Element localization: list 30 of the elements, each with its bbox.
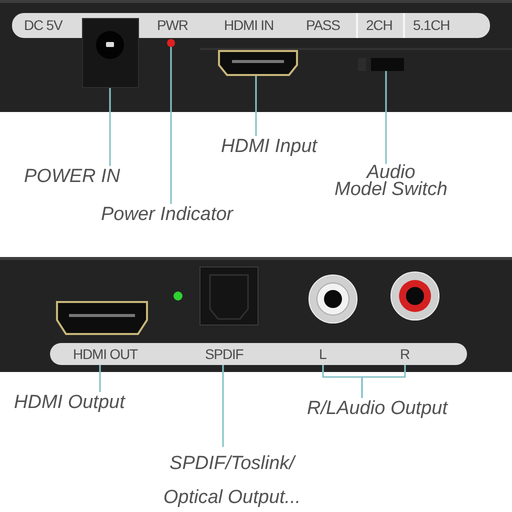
callout-text: R/LAudio Output <box>307 398 448 420</box>
port-label: HDMI IN <box>224 16 274 35</box>
slide-switch <box>358 58 404 71</box>
leader-line <box>222 365 224 447</box>
leader-line <box>361 365 406 398</box>
label-strip <box>50 343 467 365</box>
callout-text: Power Indicator <box>101 204 234 226</box>
label-strip <box>12 13 490 38</box>
port-label: 2CH <box>356 13 396 38</box>
leader-line <box>255 76 257 136</box>
port-label: SPDIF <box>205 343 244 365</box>
leader-line <box>385 71 387 164</box>
port-label: HDMI OUT <box>73 343 138 365</box>
callout-text: SPDIF/Toslink/ Optical Output... <box>146 447 318 512</box>
leader-line <box>99 365 101 392</box>
port-label: PWR <box>157 16 188 35</box>
hdmi-port <box>218 50 298 76</box>
port-label: L <box>319 343 326 365</box>
callout-text: HDMI Input <box>221 136 318 158</box>
led-indicator <box>167 39 175 47</box>
leader-line <box>109 88 111 166</box>
callout-text: POWER IN <box>24 166 120 188</box>
callout-text: HDMI Output <box>14 392 125 414</box>
port-label: 5.1CH <box>403 13 454 38</box>
callout-text: Audio Model Switch <box>322 164 460 198</box>
power-jack <box>82 18 139 88</box>
port-label: DC 5V <box>24 16 62 35</box>
leader-line <box>170 47 172 204</box>
port-label: PASS <box>306 16 340 35</box>
port-label: R <box>400 343 410 365</box>
